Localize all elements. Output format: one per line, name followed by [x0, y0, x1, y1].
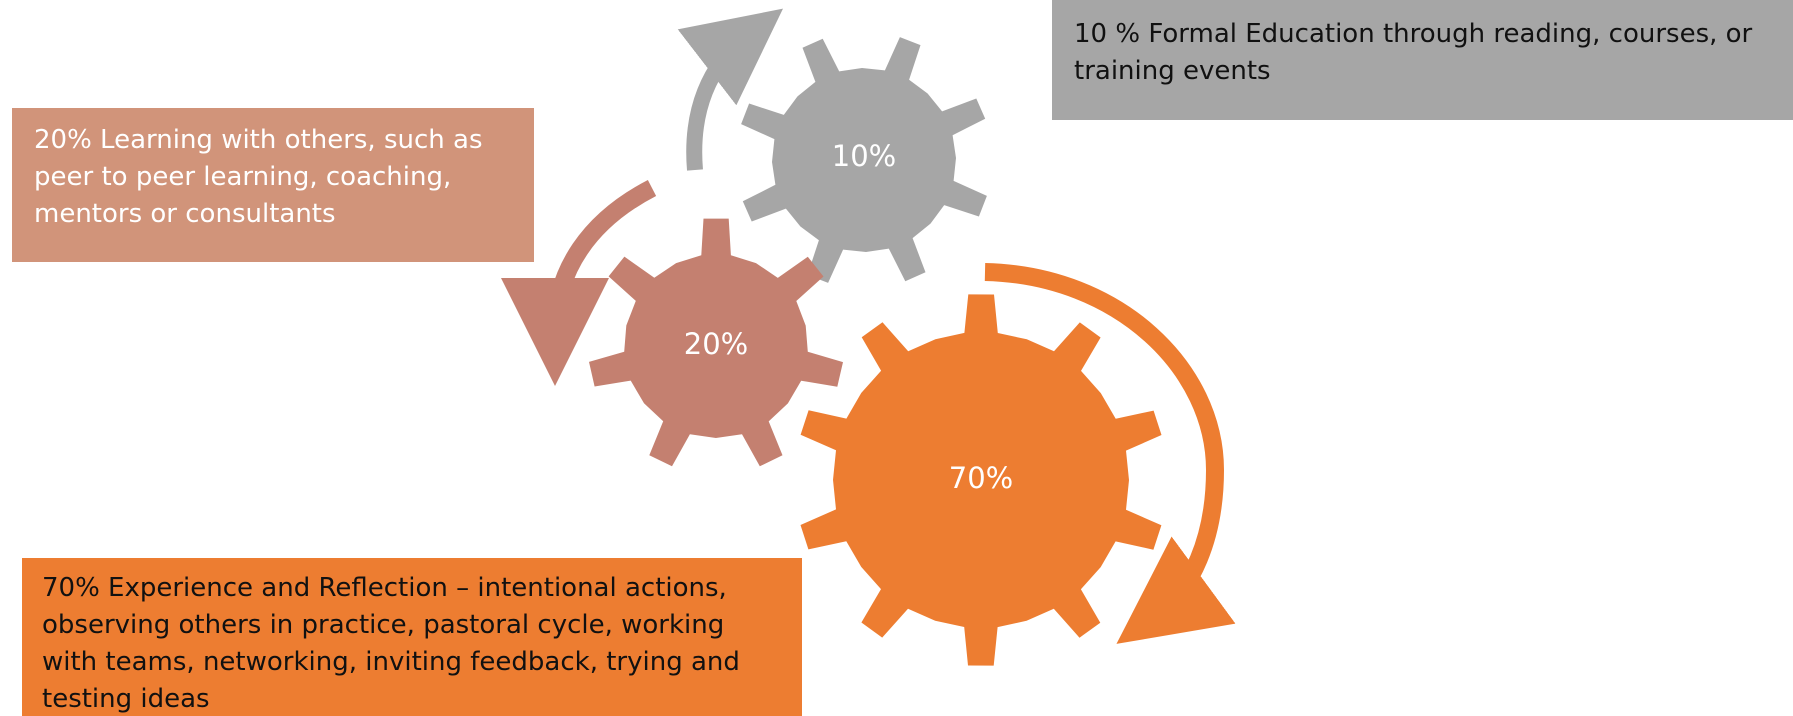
callout-formal-education: 10 % Formal Education through reading, c… [1052, 0, 1793, 120]
arrow-20 [501, 180, 657, 386]
callout-experience-reflection: 70% Experience and Reflection – intentio… [22, 558, 802, 716]
gear-70 [800, 294, 1162, 666]
callout-learning-with-others: 20% Learning with others, such as peer t… [12, 108, 534, 262]
gear-20 [589, 218, 843, 467]
gear-10-label: 10% [832, 139, 896, 173]
gear-10 [741, 37, 987, 283]
callout-learning-with-others-text: 20% Learning with others, such as peer t… [34, 125, 483, 229]
gear-20-label: 20% [684, 327, 748, 361]
arrow-70 [984, 263, 1236, 644]
callout-formal-education-text: 10 % Formal Education through reading, c… [1074, 19, 1753, 86]
arrow-10 [677, 8, 783, 171]
gear-70-label: 70% [949, 461, 1013, 495]
callout-experience-reflection-text: 70% Experience and Reflection – intentio… [42, 573, 740, 714]
